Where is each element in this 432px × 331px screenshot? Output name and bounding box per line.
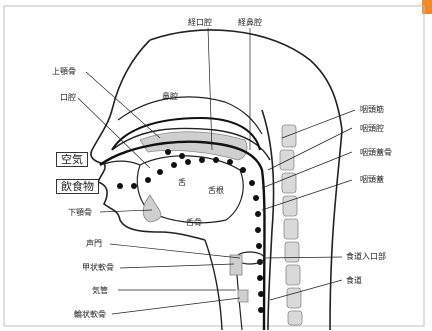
label-pharyngeal-muscle: 咽頭筋 [360, 105, 384, 115]
label-oral-route: 経口腔 [188, 18, 212, 28]
label-tongue-root: 舌根 [208, 186, 224, 196]
label-hyoid: 舌骨 [186, 218, 202, 228]
label-epiglottis: 咽頭蓋 [360, 175, 384, 185]
thyroid-cartilage [230, 255, 242, 275]
neck-front [205, 240, 222, 330]
label-esophagus-entrance: 食道入口部 [346, 252, 386, 262]
label-glottis: 声門 [86, 239, 102, 249]
label-trachea: 気管 [92, 286, 108, 296]
label-maxilla: 上顎骨 [52, 67, 76, 77]
label-pharyngeal-cavity: 咽頭腔 [360, 124, 384, 134]
cricoid-cartilage [238, 290, 248, 302]
label-mandible: 下顎骨 [68, 208, 92, 218]
label-epiglottic-bone: 咽頭蓋骨 [360, 148, 392, 158]
label-thyroid-cartilage: 甲状軟骨 [82, 263, 114, 273]
label-nasal-cavity: 鼻腔 [162, 92, 178, 102]
label-oral-cavity: 口腔 [60, 93, 76, 103]
lip-upper [104, 161, 140, 165]
label-tongue: 舌 [178, 178, 186, 188]
legend-air: 空気 [56, 152, 88, 167]
label-nasal-route: 経鼻腔 [238, 18, 262, 28]
label-esophagus: 食道 [346, 276, 362, 286]
legend-food: 飲食物 [56, 179, 99, 194]
label-cricoid-cartilage: 輪状軟骨 [74, 310, 106, 320]
